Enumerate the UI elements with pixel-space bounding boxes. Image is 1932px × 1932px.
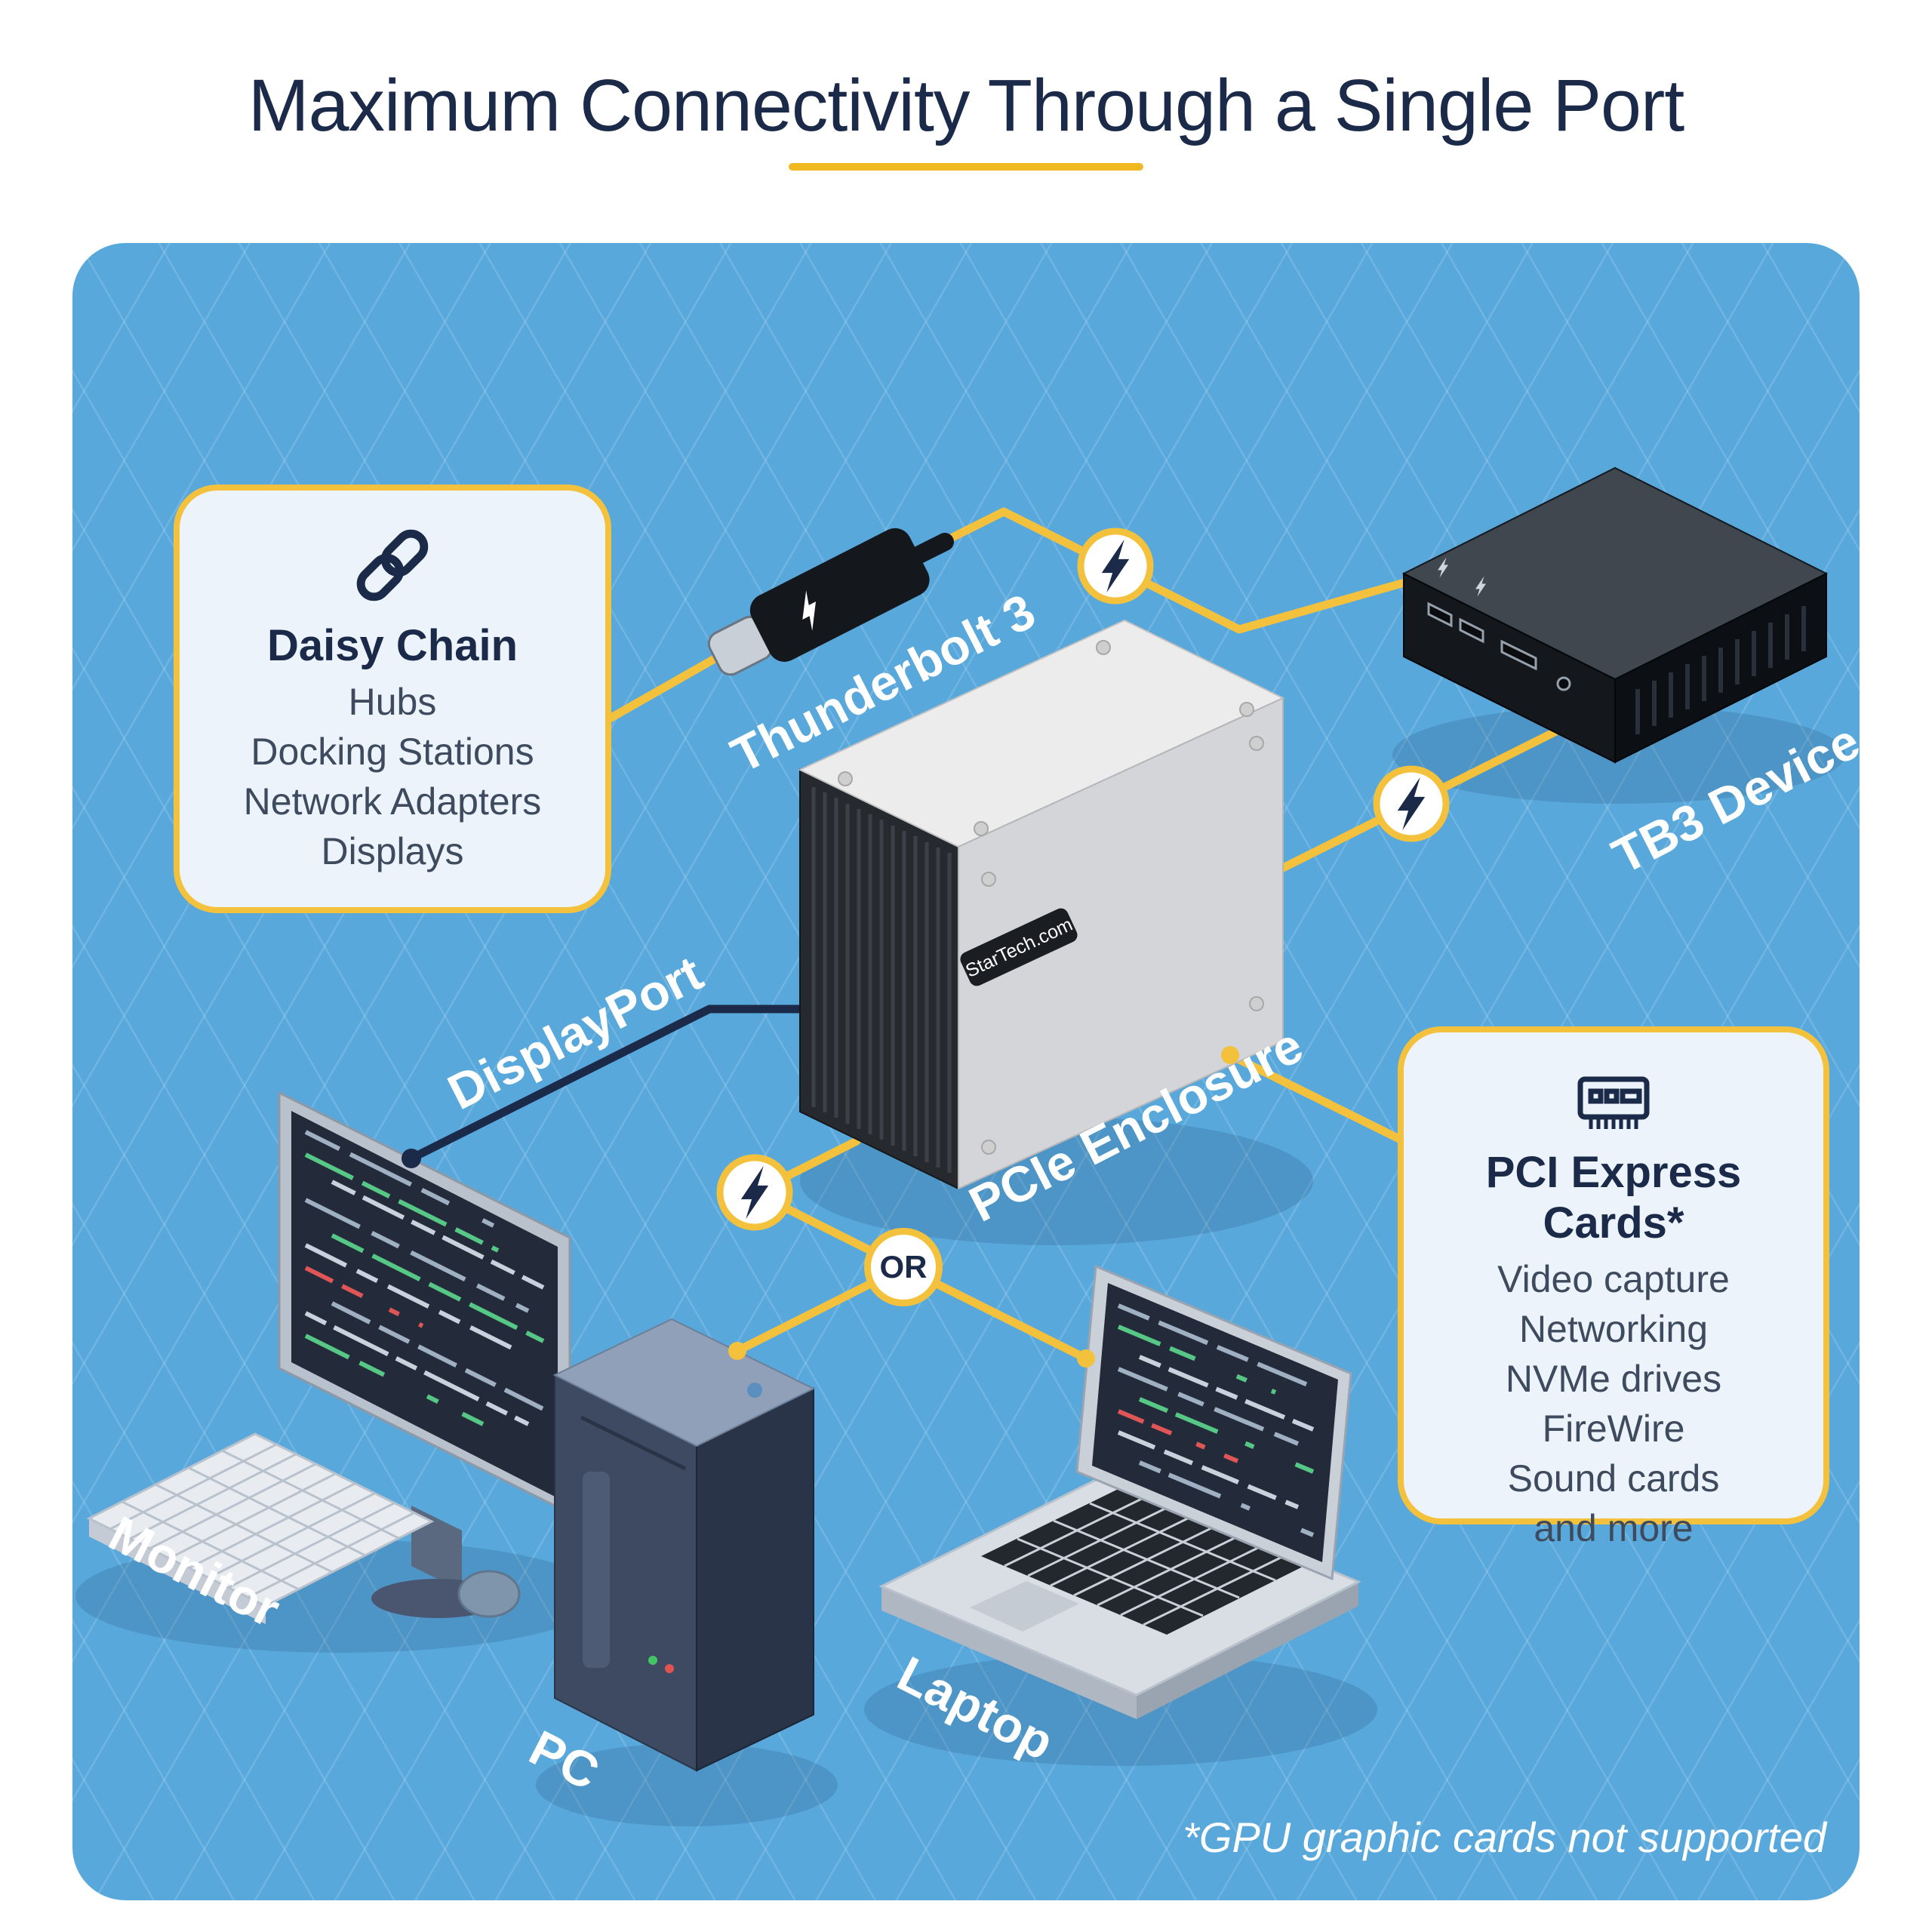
daisy-chain-item: Docking Stations [251,731,534,773]
or-badge-label: OR [879,1249,928,1284]
daisy-chain-icon [356,529,429,601]
pci-cards-item: and more [1534,1507,1694,1549]
pci-cards-item: Video capture [1497,1258,1730,1300]
daisy-chain-callout: Daisy Chain Hubs Docking Stations Networ… [174,485,611,913]
daisy-chain-title: Daisy Chain [267,621,518,670]
pci-cards-item: Networking [1518,1308,1709,1350]
or-badge: OR [864,1228,943,1306]
title-underline [789,163,1143,171]
page-title: Maximum Connectivity Through a Single Po… [248,64,1684,146]
daisy-chain-item: Hubs [348,681,437,723]
pci-card-icon [1577,1076,1650,1129]
pci-cards-callout: PCI Express Cards* Video capture Network… [1398,1026,1829,1549]
daisy-chain-item: Displays [321,830,464,872]
pci-cards-item: NVMe drives [1505,1358,1722,1400]
footnote: *GPU graphic cards not supported [1183,1814,1826,1861]
pci-cards-item: Sound cards [1507,1457,1720,1500]
pci-cards-title: PCI Express Cards* [1485,1148,1742,1247]
daisy-chain-item: Network Adapters [243,780,542,823]
pci-cards-item: FireWire [1542,1407,1685,1450]
